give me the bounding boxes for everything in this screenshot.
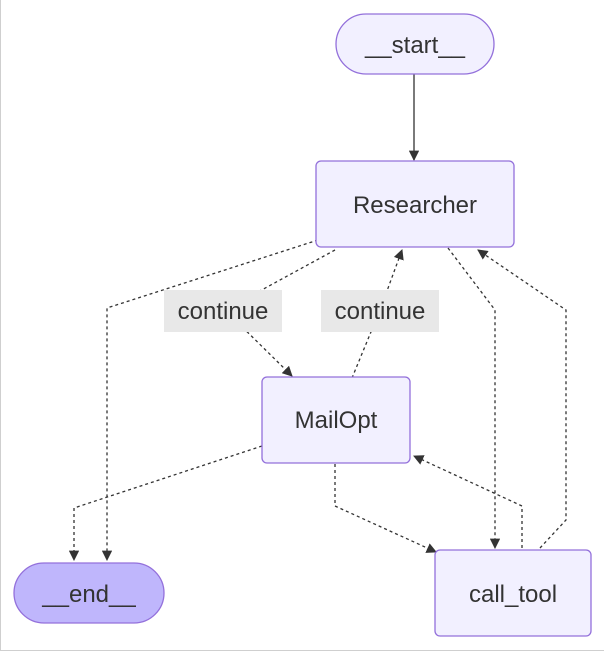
edge-calltool-mailopt-dotted <box>413 455 523 548</box>
node-mailopt[interactable]: MailOpt <box>261 376 411 464</box>
edge-researcher-end-dotted <box>101 239 319 562</box>
node-label: Researcher <box>353 192 477 219</box>
edge-mailopt-end-dotted <box>68 445 263 562</box>
node-label: call_tool <box>469 581 557 608</box>
edge-researcher-mailopt-dotted <box>223 249 336 377</box>
edge-label-text: continue <box>335 298 426 325</box>
edge-label-researcher-mailopt: continue <box>164 290 282 332</box>
node-researcher[interactable]: Researcher <box>315 160 515 248</box>
node-end[interactable]: __end__ <box>13 562 165 624</box>
edge-researcher-calltool-dotted <box>447 247 501 550</box>
edge-label-mailopt-researcher: continue <box>321 290 439 332</box>
edge-label-text: continue <box>178 298 269 325</box>
edge-mailopt-calltool-dotted <box>334 464 437 553</box>
node-label: __start__ <box>364 32 466 59</box>
node-start[interactable]: __start__ <box>335 13 495 75</box>
node-call-tool[interactable]: call_tool <box>434 549 592 637</box>
edge-calltool-researcher-dotted <box>477 249 567 549</box>
edges <box>68 74 567 562</box>
node-label: MailOpt <box>295 407 378 434</box>
node-label: __end__ <box>41 581 136 608</box>
